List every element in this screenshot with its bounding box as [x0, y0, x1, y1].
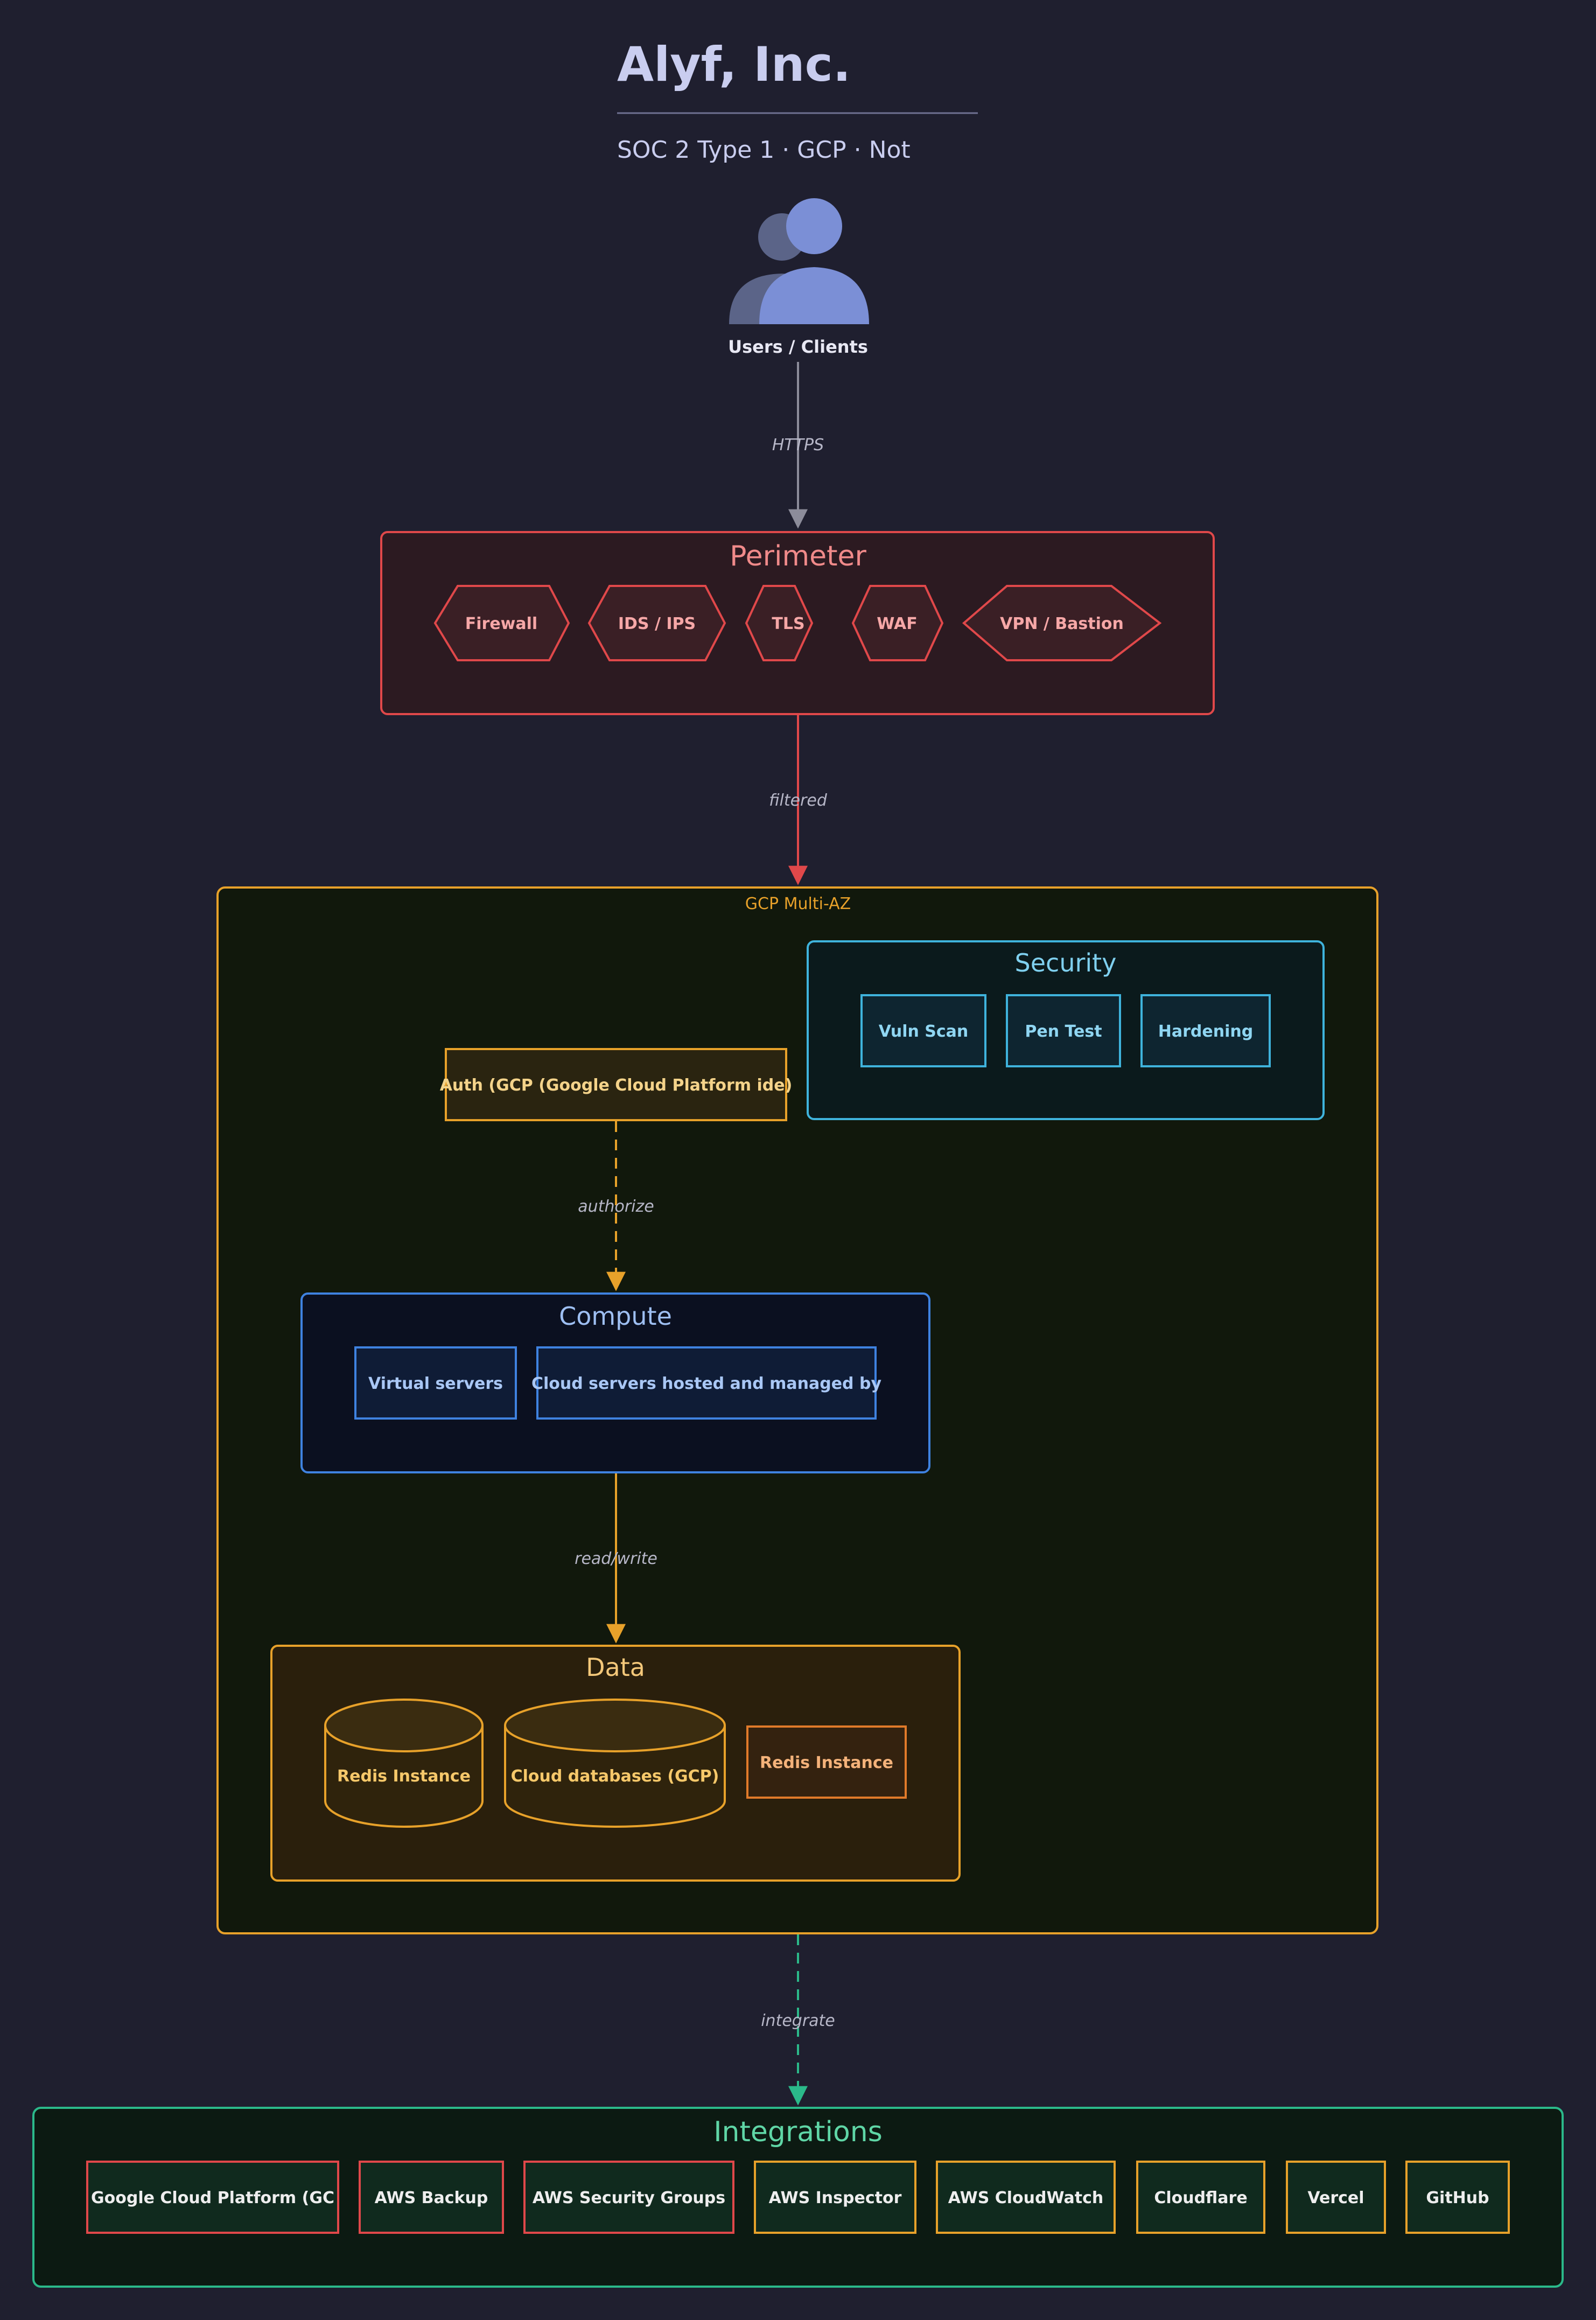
perimeter-item-firewall: Firewall — [433, 585, 570, 661]
svg-text:AWS Security Groups: AWS Security Groups — [533, 2189, 725, 2207]
auth-node: Auth (GCP (Google Cloud Platform ide) — [440, 1048, 793, 1121]
svg-text:Google Cloud Platform (GC: Google Cloud Platform (GC — [91, 2189, 334, 2207]
svg-text:AWS CloudWatch: AWS CloudWatch — [948, 2189, 1104, 2207]
gcp-zone-label: GCP Multi-AZ — [745, 895, 851, 913]
auth-label: Auth (GCP (Google Cloud Platform ide) — [440, 1076, 793, 1095]
integration-item-vercel: Vercel — [1286, 2161, 1386, 2234]
svg-text:Cloudflare: Cloudflare — [1154, 2189, 1247, 2207]
integrations-title: Integrations — [713, 2116, 883, 2148]
integration-item-cloudflare: Cloudflare — [1136, 2161, 1265, 2234]
security-item-hardening: Hardening — [1140, 994, 1271, 1067]
svg-text:Virtual servers: Virtual servers — [368, 1374, 503, 1393]
svg-text:Vercel: Vercel — [1307, 2189, 1364, 2207]
edge-label-authorize: authorize — [578, 1197, 654, 1216]
compute-item-cloud-servers: Cloud servers hosted and managed by — [531, 1346, 881, 1420]
security-item-vuln-scan: Vuln Scan — [860, 994, 986, 1067]
svg-text:Pen Test: Pen Test — [1025, 1022, 1102, 1041]
compute-item-virtual-servers: Virtual servers — [354, 1346, 517, 1420]
users-icon — [729, 198, 869, 324]
data-item-redis-box: Redis Instance — [746, 1725, 907, 1799]
perimeter-item-ids-ips: IDS / IPS — [587, 585, 726, 661]
data-zone: Data Redis Instance Cloud databases (GCP… — [270, 1645, 961, 1882]
edge-label-integrate: integrate — [761, 2011, 835, 2030]
svg-text:TLS: TLS — [772, 614, 804, 633]
svg-text:VPN / Bastion: VPN / Bastion — [1000, 614, 1124, 633]
compute-zone: Compute Virtual servers Cloud servers ho… — [300, 1292, 930, 1473]
integration-item-google-cloud-platform: Google Cloud Platform (GC — [86, 2161, 339, 2234]
users-label: Users / Clients — [728, 337, 868, 357]
svg-text:AWS Backup: AWS Backup — [375, 2189, 488, 2207]
data-item-redis-cylinder: Redis Instance — [324, 1699, 484, 1828]
integration-item-aws-security-groups: AWS Security Groups — [523, 2161, 734, 2234]
compute-title: Compute — [559, 1302, 672, 1331]
security-item-pen-test: Pen Test — [1006, 994, 1121, 1067]
integrations-zone: Integrations Google Cloud Platform (GC A… — [32, 2107, 1564, 2288]
data-title: Data — [586, 1653, 645, 1682]
integration-item-aws-inspector: AWS Inspector — [754, 2161, 916, 2234]
integration-item-github: GitHub — [1405, 2161, 1510, 2234]
svg-text:Firewall: Firewall — [465, 614, 537, 633]
perimeter-zone: Perimeter Firewall IDS / IPS TLS WAF VPN… — [380, 531, 1215, 715]
svg-text:Cloud databases (GCP): Cloud databases (GCP) — [511, 1767, 719, 1786]
security-title: Security — [1015, 948, 1117, 977]
svg-text:Vuln Scan: Vuln Scan — [879, 1022, 969, 1041]
page-subtitle: SOC 2 Type 1 · GCP · Not — [617, 136, 911, 164]
perimeter-title: Perimeter — [730, 540, 866, 572]
perimeter-item-vpn-bastion: VPN / Bastion — [962, 585, 1162, 661]
edge-label-read-write: read/write — [575, 1549, 657, 1568]
integration-item-aws-backup: AWS Backup — [359, 2161, 504, 2234]
svg-text:Redis Instance: Redis Instance — [760, 1753, 893, 1772]
security-zone: Security Vuln Scan Pen Test Hardening — [807, 940, 1325, 1120]
integration-item-aws-cloudwatch: AWS CloudWatch — [936, 2161, 1116, 2234]
svg-text:AWS Inspector: AWS Inspector — [769, 2189, 902, 2207]
data-item-cloud-databases-cylinder: Cloud databases (GCP) — [504, 1699, 726, 1828]
svg-text:GitHub: GitHub — [1426, 2189, 1489, 2207]
svg-text:IDS / IPS: IDS / IPS — [618, 614, 696, 633]
svg-text:Cloud servers hosted and manag: Cloud servers hosted and managed by — [531, 1374, 881, 1393]
svg-text:Redis Instance: Redis Instance — [337, 1767, 471, 1786]
edge-label-https: HTTPS — [772, 436, 824, 455]
perimeter-item-tls: TLS — [745, 585, 814, 661]
page-title: Alyf, Inc. — [617, 37, 851, 92]
svg-text:Hardening: Hardening — [1158, 1022, 1253, 1041]
edge-label-filtered: filtered — [769, 791, 828, 810]
perimeter-item-waf: WAF — [851, 585, 944, 661]
svg-text:WAF: WAF — [877, 614, 917, 633]
